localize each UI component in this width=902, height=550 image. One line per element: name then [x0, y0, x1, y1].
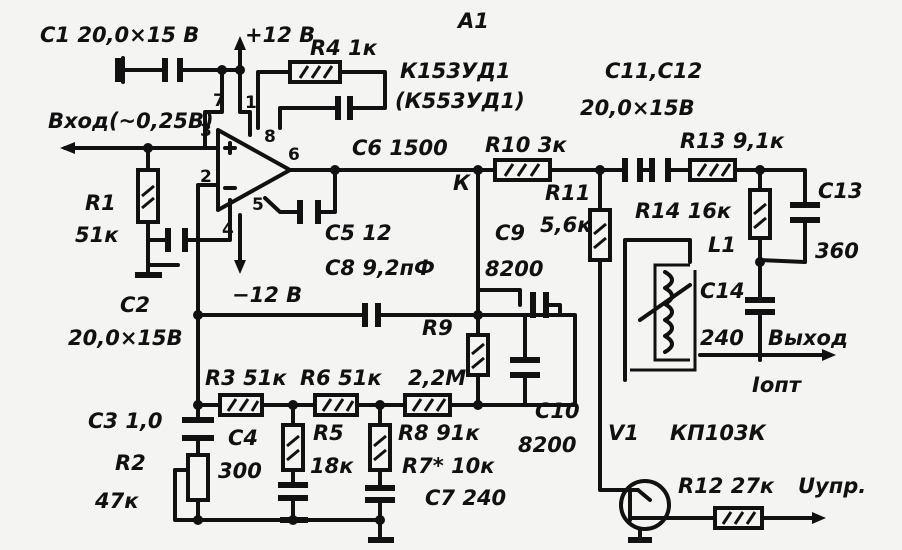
label-c14-val: 240 [700, 326, 744, 350]
label-c13: C13 [818, 179, 863, 203]
arrows [60, 36, 836, 524]
label-r1: R1 [85, 191, 116, 215]
label-c9-val: 8200 [485, 257, 543, 281]
label-output: Выход [768, 326, 848, 350]
label-c1: C1 20,0×15 В [40, 23, 199, 47]
label-vplus: +12 В [245, 23, 315, 47]
label-u-ctrl: Uупр. [798, 474, 866, 498]
label-input: Вход(~0,25В) [48, 109, 214, 133]
label-r12: R12 27к [678, 474, 775, 498]
label-c8: C8 9,2пФ [325, 256, 435, 280]
label-r13: R13 9,1к [680, 129, 785, 153]
label-r1-val: 51к [75, 223, 119, 247]
label-c2: C2 [120, 293, 150, 317]
resistors [136, 60, 772, 530]
label-r11-val: 5,6к [540, 213, 592, 237]
label-r5: R5 [313, 421, 344, 445]
label-l1: L1 [708, 233, 736, 257]
label-c5: C5 12 [325, 221, 392, 245]
inductor-l1 [630, 270, 697, 372]
label-r2-val: 47к [94, 489, 139, 513]
label-r3: R3 51к [205, 366, 287, 390]
label-c10-val: 8200 [518, 433, 576, 457]
label-r8-val: 2,2М [408, 366, 466, 390]
label-r9: R9 [422, 316, 453, 340]
label-r4: R4 1к [310, 36, 378, 60]
label-r6: R6 51к [300, 366, 382, 390]
label-c4: C4 [228, 426, 258, 450]
label-c11c12-val: 20,0×15В [580, 96, 695, 120]
label-a1-alt: (К553УД1) [395, 89, 525, 113]
label-c9: C9 [495, 221, 525, 245]
pin-6: 6 [288, 145, 300, 165]
label-node-k: К [453, 171, 471, 195]
pin-3: 3 [200, 121, 212, 141]
label-c6: C6 1500 [352, 136, 448, 160]
pin-1: 1 [245, 93, 257, 113]
label-v1: V1 [608, 421, 639, 445]
label-c11c12: C11,C12 [605, 59, 702, 83]
label-r8b: R8 91к [398, 421, 480, 445]
label-r11: R11 [545, 181, 590, 205]
label-a1: A1 [456, 9, 489, 33]
pin-4: 4 [222, 220, 234, 240]
capacitors [162, 58, 820, 503]
transistor-v1 [619, 479, 671, 531]
label-r5-val: 18к [310, 454, 354, 478]
pin-numbers: 1 7 3 8 6 2 5 4 [200, 91, 300, 240]
op-amp-a1 [216, 128, 292, 212]
label-c3: C3 1,0 [88, 409, 163, 433]
label-c14: C14 [700, 279, 745, 303]
label-r7: R7* 10к [402, 454, 495, 478]
labels: C1 20,0×15 В +12 В A1 R4 1к К153УД1 (К55… [40, 9, 866, 513]
label-c2-val: 20,0×15В [68, 326, 183, 350]
label-v1-type: КП103К [670, 421, 767, 445]
label-r2: R2 [115, 451, 146, 475]
label-c7: C7 240 [425, 486, 506, 510]
label-r10: R10 3к [485, 133, 567, 157]
pin-8: 8 [264, 127, 276, 147]
ground-marks [115, 58, 652, 543]
label-c13-val: 360 [815, 239, 859, 263]
label-c4-val: 300 [218, 459, 262, 483]
pin-2: 2 [200, 167, 212, 187]
label-vminus: −12 В [232, 283, 302, 307]
label-i-opt: Iопт [752, 373, 803, 397]
pin-5: 5 [252, 195, 264, 215]
junction-dots [143, 65, 765, 525]
label-r14: R14 16к [635, 199, 732, 223]
label-a1-type: К153УД1 [400, 59, 511, 83]
pin-7: 7 [213, 91, 225, 111]
label-c10: C10 [535, 399, 580, 423]
